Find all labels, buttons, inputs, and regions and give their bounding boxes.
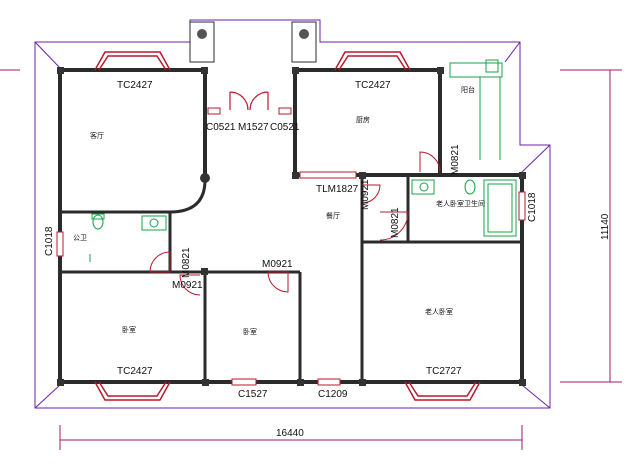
label-m0921-bedroom: M0921 [262,259,293,270]
label-m0821-elder: M0821 [390,207,401,238]
roof-ridge-line [34,384,61,409]
plumbing-fixtures [89,59,517,262]
label-m1527: M1527 [238,122,269,133]
label-dim-width: 16440 [276,428,304,439]
label-tc-bedroom: TC2427 [117,366,153,377]
label-tc-kitchen: TC2427 [355,80,391,91]
label-tlm1827: TLM1827 [316,184,359,195]
label-balcony: 阳台 [461,85,475,94]
label-c1018-right: C1018 [527,192,538,222]
chimney-flue-icon [197,29,207,39]
label-dim-depth: 11140 [600,213,611,240]
label-elder-bathroom: 老人卧室卫生间 [436,199,485,208]
windows [56,107,526,386]
roof-ridge-line [504,41,521,63]
column-markers [57,67,526,386]
roof-ridge-line [34,41,63,71]
label-c1209: C1209 [318,389,348,400]
label-public-bathroom: 公卫 [73,234,87,242]
chimney-right [291,21,317,63]
label-c0521-right: C0521 [270,122,300,133]
label-c0521-left: C0521 [206,122,236,133]
label-bedroom-middle: 卧室 [243,327,257,336]
label-tc-elder: TC2727 [426,366,462,377]
exterior-walls [58,68,524,384]
roof-ridge-line [521,384,551,409]
bay-windows [94,51,481,401]
label-m0821-kitchen: M0821 [450,144,461,175]
label-m0821-bath: M0821 [181,247,192,278]
roof-outline [34,19,551,409]
swing-doors [149,151,441,296]
label-dining-room: 餐厅 [326,211,340,220]
label-m0921-bedroom2: M0921 [172,280,203,291]
entry-door [229,91,269,111]
dimension-lines [0,69,622,450]
label-c1527: C1527 [238,389,268,400]
label-bedroom-left: 卧室 [122,325,136,334]
roof-ridge-line [521,144,551,173]
label-kitchen: 厨房 [356,115,370,124]
label-m0921-dining: M0921 [360,179,371,210]
chimney-left [189,21,215,63]
label-elder-bedroom: 老人卧室 [425,307,453,316]
label-c1018-left: C1018 [44,226,55,256]
label-living-room: 客厅 [90,131,104,140]
label-tc-living: TC2427 [117,80,153,91]
chimney-flue-icon [299,29,309,39]
